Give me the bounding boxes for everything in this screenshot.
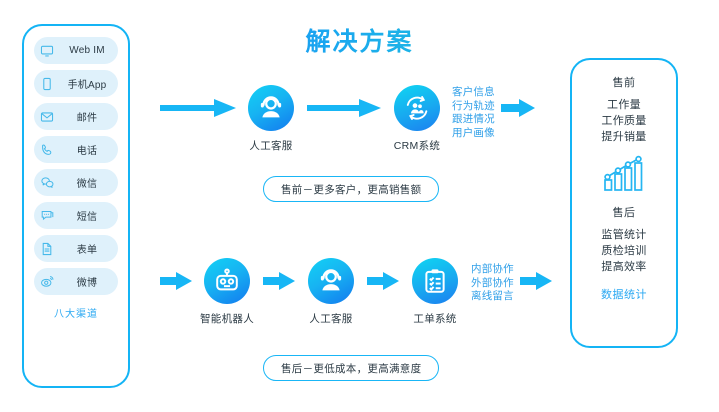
arrow-channels-to-agent [160, 85, 236, 131]
arrow-crm-to-results [500, 85, 535, 131]
channel-label: 手机App [67, 80, 107, 91]
presale-flow-row: 人工客服 CRM系统 客 [160, 85, 535, 153]
feature-text: 外部协作 [471, 276, 514, 289]
results-item: 监管统计 [601, 229, 647, 241]
pill-text: 售后－更低成本，更高满意度 [281, 362, 422, 375]
feature-text: 行为轨迹 [452, 99, 495, 112]
node-human-agent-aftersale[interactable]: 人工客服 [300, 258, 362, 326]
phone-handset-icon [34, 136, 60, 163]
results-item: 工作量 [607, 99, 641, 111]
channels-panel: Web IM 手机App 邮件 电话 [22, 24, 130, 388]
channel-item-sms[interactable]: 短信 [34, 202, 118, 229]
feature-text: 用户画像 [452, 126, 495, 139]
channel-label: 短信 [76, 212, 98, 223]
channel-item-weibo[interactable]: 微博 [34, 268, 118, 295]
presale-summary-pill: 售前－更多客户，更高销售额 [263, 176, 440, 202]
results-presale-list: 工作量 工作质量 提升销量 [601, 97, 646, 145]
arrow-robot-to-agent [263, 258, 295, 304]
headset-agent-icon [248, 85, 294, 131]
arrow-agent-to-crm [307, 85, 381, 131]
robot-icon [204, 258, 250, 304]
results-item: 提高效率 [601, 261, 647, 273]
channel-item-mobile-app[interactable]: 手机App [34, 70, 118, 97]
results-item: 提升销量 [601, 131, 647, 143]
weibo-eye-icon [34, 268, 60, 295]
results-footer: 数据统计 [601, 289, 647, 301]
channel-label: 邮件 [76, 113, 98, 124]
envelope-icon [34, 103, 60, 130]
results-item: 工作质量 [601, 115, 647, 127]
channel-label: 表单 [76, 245, 98, 256]
results-aftersale-heading: 售后 [612, 207, 636, 219]
channel-item-web-im[interactable]: Web IM [34, 37, 118, 64]
feature-text: 离线留言 [471, 290, 514, 302]
feature-text: 跟进情况 [452, 113, 495, 125]
arrow-channels-to-robot [160, 258, 192, 304]
mobile-phone-icon [34, 70, 60, 97]
wechat-icon [34, 169, 60, 196]
channel-label: 微博 [76, 278, 98, 289]
channel-item-form[interactable]: 表单 [34, 235, 118, 262]
sms-bubble-icon [34, 202, 60, 229]
channel-label: Web IM [69, 45, 105, 56]
feature-text: 内部协作 [471, 263, 514, 275]
node-label: 人工客服 [249, 140, 293, 152]
results-panel: 售前 工作量 工作质量 提升销量 售后 监管统计 质检培训 提高效率 [570, 58, 678, 348]
feature-text: 客户信息 [452, 86, 495, 98]
node-label: CRM系统 [393, 140, 441, 152]
presale-feature-list: 客户信息 行为轨迹 跟进情况 用户画像 [452, 85, 495, 140]
channel-item-wechat[interactable]: 微信 [34, 169, 118, 196]
monitor-icon [34, 37, 60, 64]
results-aftersale-list: 监管统计 质检培训 提高效率 [601, 227, 646, 275]
channel-item-phone[interactable]: 电话 [34, 136, 118, 163]
headset-agent-icon [308, 258, 354, 304]
clipboard-checklist-icon [412, 258, 458, 304]
node-label: 智能机器人 [200, 313, 254, 325]
channel-label: 电话 [76, 146, 98, 157]
arrow-ticket-to-results [519, 258, 552, 304]
node-human-agent-presale[interactable]: 人工客服 [240, 85, 302, 153]
aftersale-flow-row: 智能机器人 人工客服 [160, 258, 552, 326]
bar-chart-growth-icon [603, 154, 645, 197]
results-presale-heading: 售前 [612, 77, 636, 89]
channel-item-email[interactable]: 邮件 [34, 103, 118, 130]
channels-footer: 八大渠道 [54, 309, 98, 320]
node-robot[interactable]: 智能机器人 [196, 258, 258, 326]
aftersale-feature-list: 内部协作 外部协作 离线留言 [471, 258, 514, 304]
node-ticket-system[interactable]: 工单系统 [404, 258, 466, 326]
node-crm-system[interactable]: CRM系统 [386, 85, 448, 153]
pill-text: 售前－更多客户，更高销售额 [281, 183, 422, 196]
node-label: 人工客服 [309, 313, 353, 325]
channel-label: 微信 [76, 179, 98, 190]
crm-cycle-users-icon [394, 85, 440, 131]
aftersale-summary-pill: 售后－更低成本，更高满意度 [263, 355, 440, 381]
page-title: 解决方案 [0, 22, 719, 58]
node-label: 工单系统 [413, 313, 457, 325]
form-document-icon [34, 235, 60, 262]
arrow-agent-to-ticket [367, 258, 399, 304]
results-item: 质检培训 [601, 245, 647, 257]
